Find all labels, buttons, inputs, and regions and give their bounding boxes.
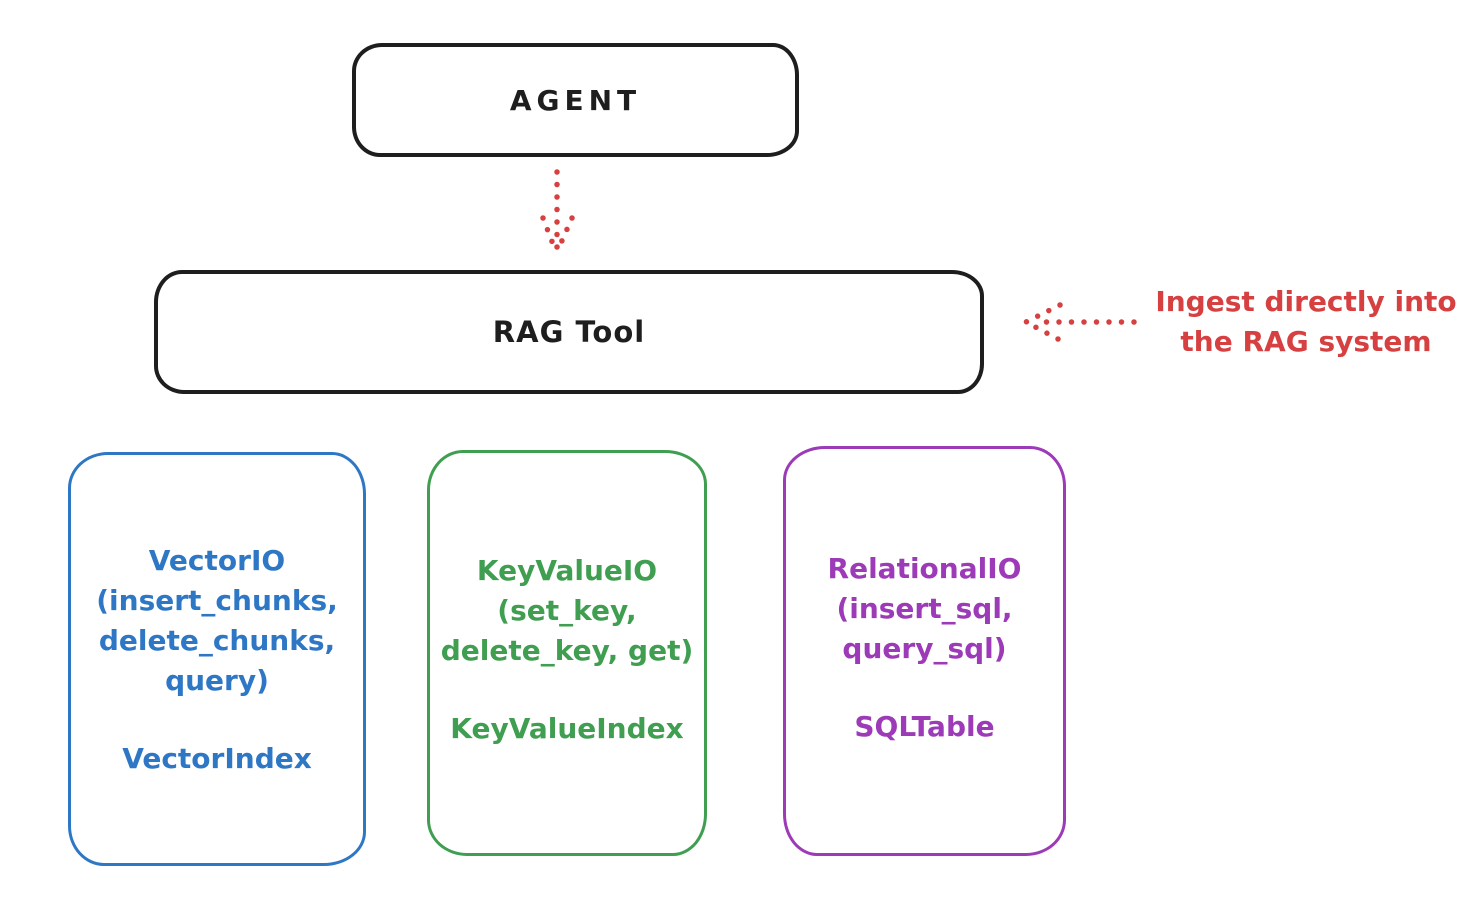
keyvalue-io-line: delete_key, get) (440, 634, 694, 667)
vector-io-line: delete_chunks, (98, 624, 336, 657)
relational-io-line: query_sql) (842, 632, 1007, 665)
keyvalue-io-line: KeyValueIO (476, 554, 658, 587)
vector-io-node: VectorIO (insert_chunks, delete_chunks, … (68, 452, 366, 866)
rag-tool-node: RAG Tool (154, 270, 984, 394)
keyvalue-index-label: KeyValueIndex (450, 712, 684, 745)
agent-node-label: AGENT (509, 83, 642, 117)
vector-io-line: VectorIO (148, 544, 286, 577)
relational-io-line: (insert_sql, (836, 592, 1013, 625)
vector-io-line: query) (165, 664, 269, 697)
keyvalue-io-node: KeyValueIO (set_key, delete_key, get) Ke… (427, 450, 707, 856)
relational-io-node: RelationalIO (insert_sql, query_sql) SQL… (783, 446, 1066, 856)
ingest-annotation-line1: Ingest directly into (1155, 285, 1457, 318)
keyvalue-io-line: (set_key, (497, 594, 637, 627)
rag-tool-node-label: RAG Tool (492, 315, 646, 349)
ingest-annotation: Ingest directly into the RAG system (1128, 282, 1484, 362)
vector-index-label: VectorIndex (122, 742, 312, 775)
ingest-annotation-line2: the RAG system (1180, 325, 1432, 358)
agent-node: AGENT (352, 43, 799, 157)
ingest-annotation-dotted-arrow (1023, 302, 1137, 342)
sql-table-label: SQLTable (854, 710, 995, 743)
agent-to-ragtool-dotted-arrow (540, 169, 575, 255)
vector-io-line: (insert_chunks, (96, 584, 338, 617)
relational-io-line: RelationalIO (827, 552, 1022, 585)
